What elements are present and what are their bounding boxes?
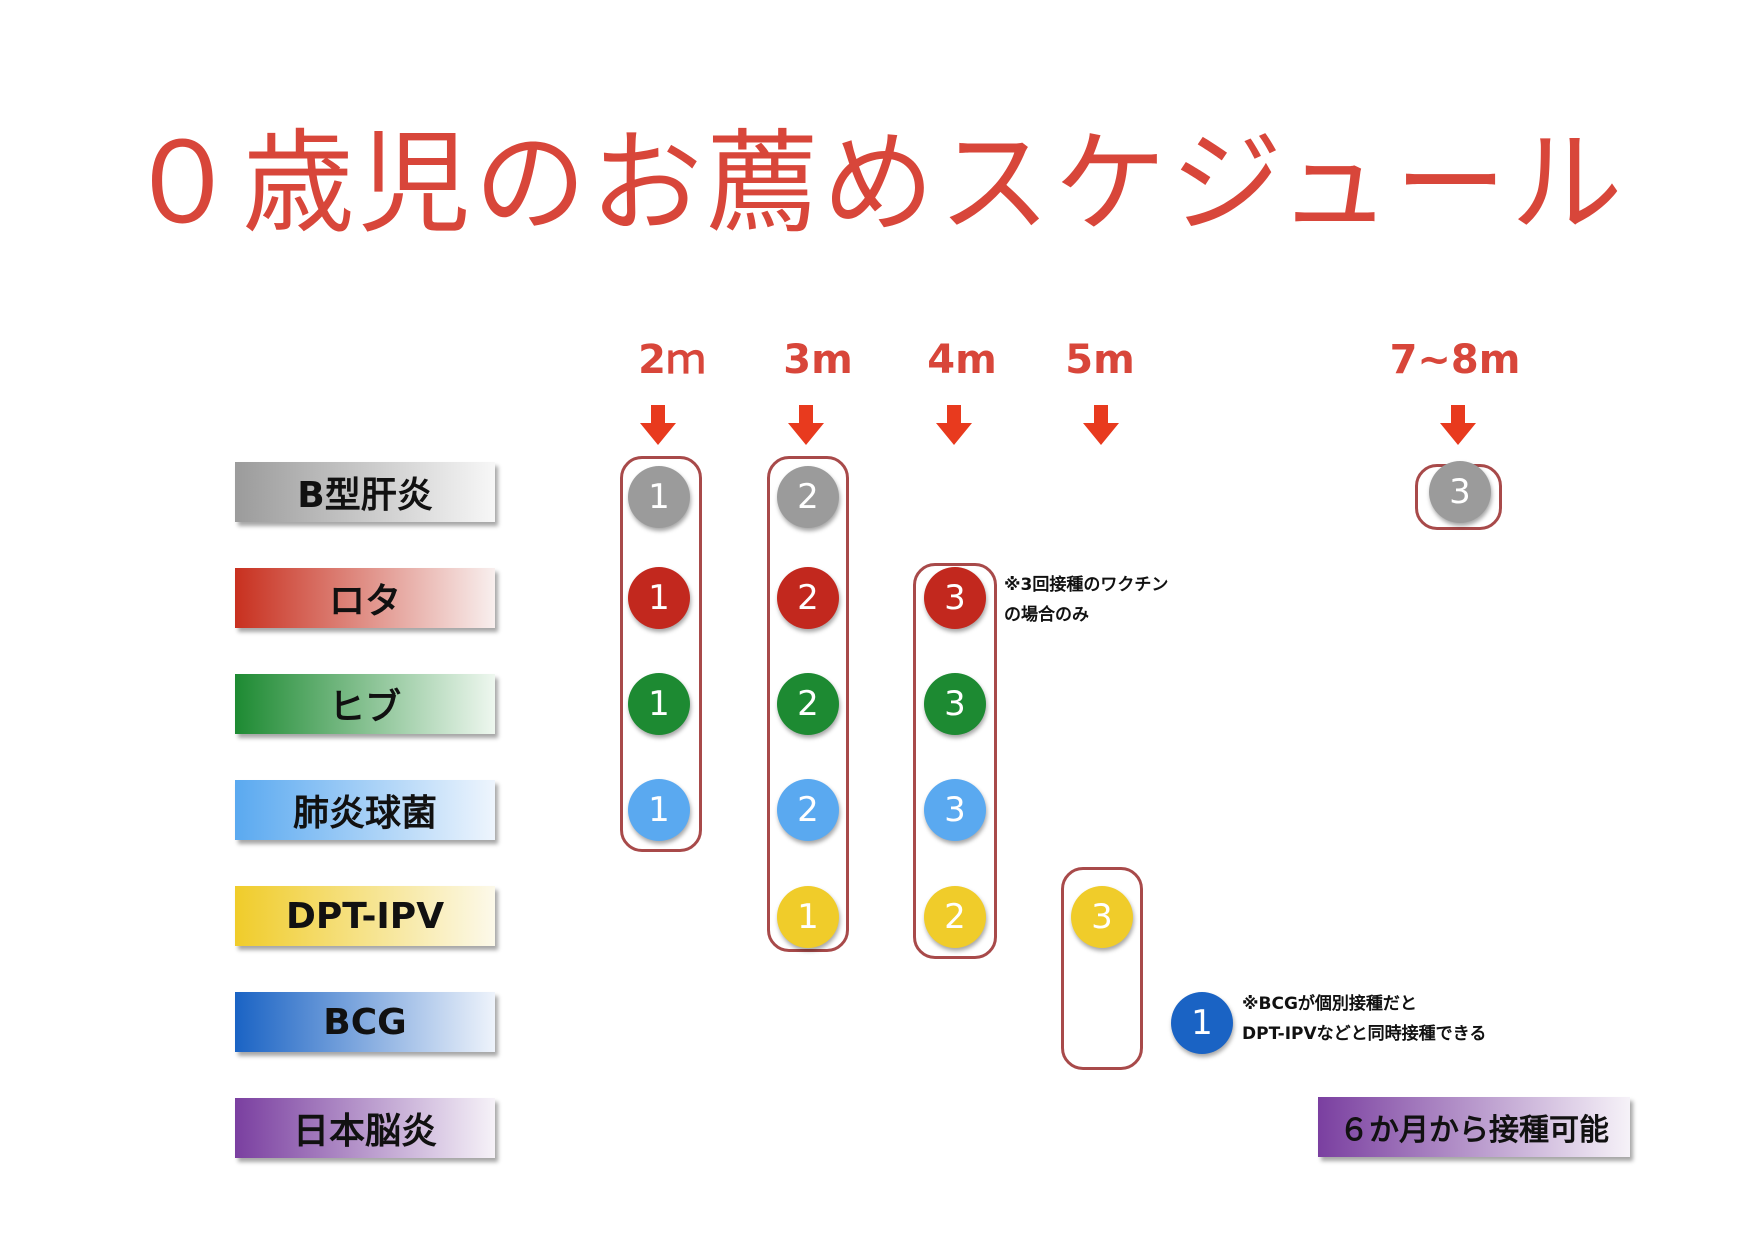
down-arrow-icon	[936, 405, 972, 445]
bcg-note: ※BCGが個別接種だと DPT-IPVなどと同時接種できる	[1242, 989, 1486, 1049]
dose-dot-bcg-1: 1	[1171, 992, 1233, 1054]
dose-dot-hepb-3: 3	[1429, 461, 1491, 523]
bcg-note-line-2: DPT-IPVなどと同時接種できる	[1242, 1024, 1487, 1044]
row-label-rota: ロタ	[235, 568, 495, 628]
dose-dot-pneumo-2: 2	[777, 779, 839, 841]
month-label-7-8m: 7~8m	[1389, 337, 1521, 383]
month-label-4m: 4m	[927, 337, 997, 383]
month-label-3m: 3m	[783, 337, 853, 383]
dose-dot-dpt-2: 2	[924, 886, 986, 948]
rota-note: ※3回接種のワクチン の場合のみ	[1004, 570, 1168, 630]
dose-dot-hib-1: 1	[628, 673, 690, 735]
dose-dot-dpt-3: 3	[1071, 886, 1133, 948]
dose-group-2m	[620, 456, 702, 852]
page-title: ０歳児のお薦めスケジュール	[126, 119, 1627, 249]
dose-dot-rota-2: 2	[777, 567, 839, 629]
rota-note-line-2: の場合のみ	[1004, 605, 1089, 625]
dose-group-5m	[1061, 867, 1143, 1070]
dose-group-4m	[913, 563, 997, 959]
dose-dot-hepb-1: 1	[628, 466, 690, 528]
dose-dot-hepb-2: 2	[777, 466, 839, 528]
bcg-note-line-1: ※BCGが個別接種だと	[1242, 994, 1417, 1014]
dose-dot-hib-3: 3	[924, 673, 986, 735]
down-arrow-icon	[788, 405, 824, 445]
row-label-bcg: BCG	[235, 992, 495, 1052]
row-label-hib: ヒブ	[235, 674, 495, 734]
row-label-japanese-encephalitis: 日本脳炎	[235, 1098, 495, 1158]
rota-note-line-1: ※3回接種のワクチン	[1004, 575, 1169, 595]
row-label-dpt-ipv: DPT-IPV	[235, 886, 495, 946]
month-label-5m: 5m	[1065, 337, 1135, 383]
down-arrow-icon	[640, 405, 676, 445]
dose-dot-rota-3: 3	[924, 567, 986, 629]
dose-dot-pneumo-3: 3	[924, 779, 986, 841]
month-label-2m: 2ｍ	[638, 337, 706, 383]
je-start-badge: ６か月から接種可能	[1318, 1097, 1630, 1157]
row-label-hepatitis-b: B型肝炎	[235, 462, 495, 522]
dose-dot-pneumo-1: 1	[628, 779, 690, 841]
down-arrow-icon	[1083, 405, 1119, 445]
row-label-pneumococcus: 肺炎球菌	[235, 780, 495, 840]
dose-dot-rota-1: 1	[628, 567, 690, 629]
down-arrow-icon	[1440, 405, 1476, 445]
dose-dot-hib-2: 2	[777, 673, 839, 735]
dose-group-3m	[767, 456, 849, 952]
dose-dot-dpt-1: 1	[777, 886, 839, 948]
